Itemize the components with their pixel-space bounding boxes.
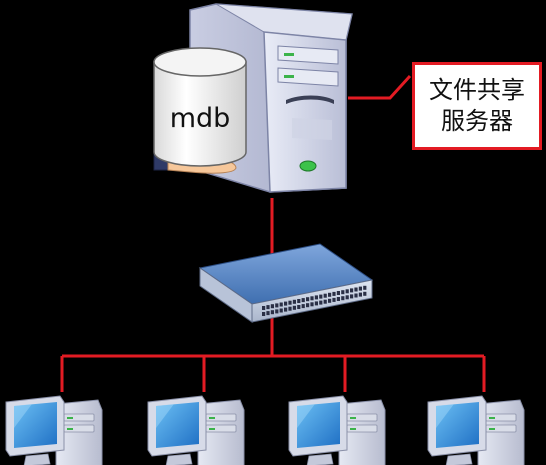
switch-port: [275, 309, 279, 314]
switch-port: [358, 286, 362, 291]
switch-port: [328, 292, 332, 297]
switch-port: [279, 308, 283, 313]
switch-port: [310, 296, 314, 301]
switch-port: [319, 300, 323, 305]
label-callout-line: [348, 74, 412, 100]
server-description-line1: 文件共享: [429, 76, 525, 104]
switch-port: [345, 295, 349, 300]
switch-port: [270, 304, 274, 309]
switch-port: [266, 305, 270, 310]
client-computer-1: [5, 395, 103, 465]
switch-port: [262, 306, 266, 310]
switch-port: [292, 305, 296, 310]
switch-port: [288, 300, 292, 305]
switch-port: [275, 303, 279, 308]
switch-port: [341, 296, 345, 301]
switch-port: [284, 307, 288, 312]
server-description-box: 文件共享 服务器: [412, 62, 542, 150]
switch-port: [301, 304, 305, 309]
switch-port: [288, 306, 292, 311]
switch-port: [332, 297, 336, 302]
switch-port: [319, 294, 323, 299]
switch-port: [363, 291, 367, 296]
switch-port: [297, 305, 301, 309]
switch-port: [306, 297, 310, 302]
database-cylinder-icon: mdb: [153, 47, 247, 167]
switch-port: [328, 298, 332, 303]
switch-port: [262, 312, 266, 316]
switch-port: [336, 291, 340, 295]
switch-port: [336, 297, 340, 301]
switch-port: [279, 302, 283, 307]
switch-port: [306, 303, 310, 308]
switch-port: [284, 301, 288, 306]
switch-port: [350, 288, 354, 293]
switch-port: [332, 291, 336, 296]
network-switch-icon: [198, 243, 374, 323]
switch-port: [270, 310, 274, 315]
switch-port: [323, 299, 327, 304]
client-computer-4: [427, 395, 525, 465]
switch-port: [323, 293, 327, 298]
switch-port: [345, 289, 349, 294]
switch-port: [292, 299, 296, 304]
switch-port: [358, 292, 362, 297]
switch-port: [354, 293, 358, 298]
client-computer-3: [288, 395, 386, 465]
switch-ports: [262, 285, 367, 316]
switch-port: [341, 290, 345, 295]
connector-lines: [60, 74, 486, 392]
client-computer-2: [147, 395, 245, 465]
switch-port: [266, 311, 270, 316]
switch-port: [363, 285, 367, 290]
switch-port: [314, 301, 318, 306]
database-label: mdb: [170, 103, 231, 134]
switch-port: [297, 299, 301, 303]
server-description-line2: 服务器: [441, 107, 513, 135]
switch-port: [350, 294, 354, 299]
switch-port: [354, 287, 358, 292]
switch-port: [310, 302, 314, 307]
switch-port: [301, 298, 305, 303]
client-computers: [5, 395, 525, 465]
switch-port: [314, 295, 318, 300]
